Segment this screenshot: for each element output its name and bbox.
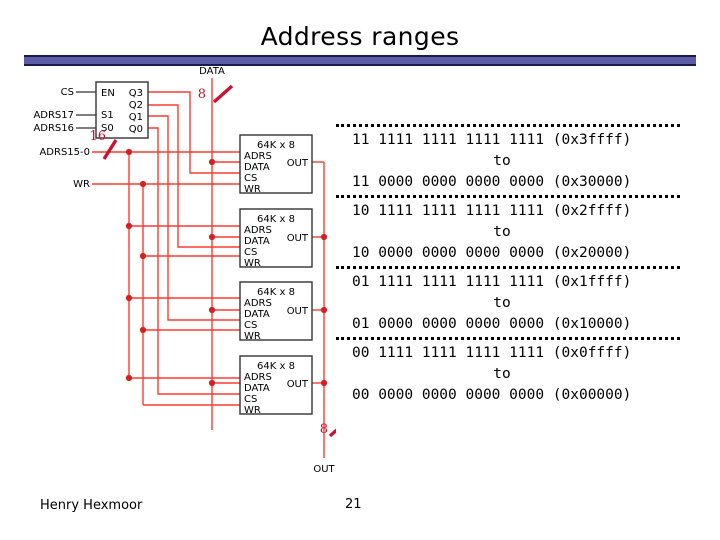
junction-dots [125,148,328,387]
range-separator [336,337,680,340]
label-cs: CS [61,87,74,98]
label-wr: WR [73,179,90,190]
range-separator [336,266,680,269]
range-low-3: 01 0000 0000 0000 0000 (0x10000) [352,316,632,332]
range-group-2: 10 1111 1111 1111 1111 (0x2ffff) to 10 0… [336,198,688,266]
memory-block-2 [239,208,313,268]
range-group-4: 00 1111 1111 1111 1111 (0x0ffff) to 00 0… [336,340,688,408]
memory-title-1: 64K x 8 [257,140,295,151]
memory-pin-wr-4: WR [244,405,261,416]
footer-author: Henry Hexmoor [40,498,143,513]
memory-pin-adrs-2: ADRS [244,225,272,236]
junction-dot [208,379,216,387]
memory-title-4: 64K x 8 [257,361,295,372]
memory-pin-data-4: DATA [244,383,270,394]
decoder-pin-q3: Q3 [129,88,143,99]
range-group-3: 01 1111 1111 1111 1111 (0x1ffff) to 01 0… [336,269,688,337]
label-adrs17: ADRS17 [33,110,74,121]
range-low-4: 00 0000 0000 0000 0000 (0x00000) [352,387,632,403]
memory-pin-cs-4: CS [244,394,257,405]
memory-pin-wr-1: WR [244,184,261,195]
label-data-bus: DATA [199,66,225,77]
memory-block-3 [239,281,313,341]
junction-dot [208,158,216,166]
memory-block-1 [239,134,313,194]
bus-slash-data-out [328,428,336,438]
memory-pin-out-4: OUT [287,379,309,390]
range-separator [336,195,680,198]
label-adrs15-0: ADRS15-0 [39,147,90,158]
memory-pin-out-1: OUT [287,158,309,169]
decoder-pin-q1: Q1 [129,112,143,123]
label-out-bus: OUT [313,464,335,475]
range-to-3: to [493,295,511,311]
decoder-pin-q2: Q2 [129,100,143,111]
memory-pin-adrs-3: ADRS [244,298,272,309]
memory-pin-cs-3: CS [244,320,257,331]
memory-pin-cs-1: CS [244,173,257,184]
memory-pin-data-1: DATA [244,162,270,173]
memory-pin-wr-3: WR [244,331,261,342]
wire-cs-q2 [148,104,240,248]
input-leads [76,91,96,129]
memory-pin-out-3: OUT [287,306,309,317]
memory-pin-wr-2: WR [244,258,261,269]
range-to-1: to [493,153,511,169]
memory-title-2: 64K x 8 [257,214,295,225]
decoder-pin-q0: Q0 [129,124,143,135]
memory-block-4 [239,355,313,415]
wire-cs-q1 [148,115,240,321]
junction-dot [139,180,147,188]
bus-width-address: 16 [89,129,106,144]
memory-pin-data-2: DATA [244,236,270,247]
decoder-pin-s0: S0 [101,123,114,134]
junction-dot [320,379,328,387]
range-separator [336,124,680,127]
bus-width-data-out: 8 [320,422,328,437]
junction-dot [125,148,133,156]
range-high-1: 11 1111 1111 1111 1111 (0x3ffff) [352,132,632,148]
address-range-list: 11 1111 1111 1111 1111 (0x3ffff) to 11 0… [336,124,688,408]
label-adrs16: ADRS16 [33,123,74,134]
bus-width-data-in: 8 [198,87,206,102]
memory-pin-data-3: DATA [244,309,270,320]
junction-dot [125,374,133,382]
bus-width-labels: 8 16 8 [89,87,328,437]
range-high-3: 01 1111 1111 1111 1111 (0x1ffff) [352,274,632,290]
range-group-1: 11 1111 1111 1111 1111 (0x3ffff) to 11 0… [336,127,688,195]
junction-dot [208,306,216,314]
memory-pin-out-2: OUT [287,233,309,244]
decoder-pin-s1: S1 [101,110,114,121]
range-high-2: 10 1111 1111 1111 1111 (0x2ffff) [352,203,632,219]
junction-dot [125,294,133,302]
junction-dot [208,233,216,241]
bus-slash-address [102,139,118,160]
title-underline-rule [24,55,696,66]
range-to-4: to [493,366,511,382]
junction-dot [139,252,147,260]
junction-dot [139,326,147,334]
bus-width-slashes [102,84,336,438]
decoder-pin-en: EN [101,88,115,99]
decoder-block [95,81,149,139]
memory-system-circuit-diagram: CS ADRS17 ADRS16 ADRS15-0 WR DATA OUT EN… [0,60,336,490]
bus-slash-data-in [212,84,234,104]
memory-pin-cs-2: CS [244,247,257,258]
memory-pin-adrs-1: ADRS [244,151,272,162]
label-layer: CS ADRS17 ADRS16 ADRS15-0 WR DATA OUT EN… [33,66,335,475]
footer-page-number: 21 [345,497,362,512]
page-title: Address ranges [260,22,460,51]
memory-pin-adrs-4: ADRS [244,372,272,383]
junction-dot [125,222,133,230]
range-to-2: to [493,224,511,240]
junction-dot [320,306,328,314]
range-high-4: 00 1111 1111 1111 1111 (0x0ffff) [352,345,632,361]
wire-cs-q3 [148,91,240,174]
memory-title-3: 64K x 8 [257,287,295,298]
range-low-2: 10 0000 0000 0000 0000 (0x20000) [352,245,632,261]
range-low-1: 11 0000 0000 0000 0000 (0x30000) [352,174,632,190]
wire-cs-q0 [148,127,240,395]
junction-dot [320,233,328,241]
